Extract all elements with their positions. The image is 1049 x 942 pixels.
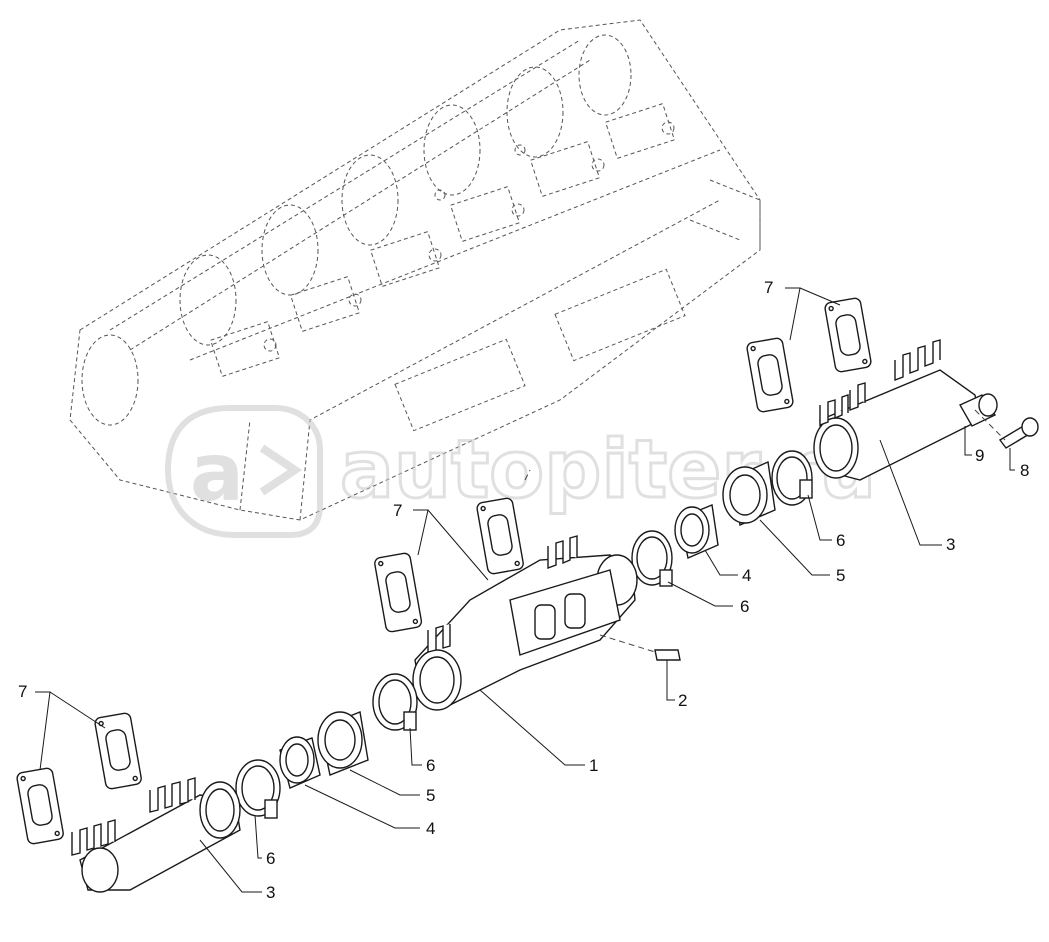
callout-6-mid-low: 6: [426, 756, 435, 775]
callout-5-low: 5: [426, 786, 435, 805]
manifold-rear-section: [813, 339, 981, 481]
callout-7-top-right: 7: [764, 278, 773, 297]
gasket-left-a: [16, 767, 64, 845]
gasket-top-right-a: [746, 337, 794, 413]
callout-labels: 7 9 8 3 6 5 4 6 7 2 1 6 5 4 7 6 3: [18, 278, 1029, 902]
guide-lines: [524, 409, 1006, 653]
manifold-center-section: [412, 535, 638, 711]
parts: [16, 297, 1039, 893]
clamp-top: [771, 450, 813, 506]
callout-4-top: 4: [742, 566, 751, 585]
leader-lines: [35, 287, 1015, 893]
callout-3-low: 3: [266, 883, 275, 902]
watermark-arrow-icon: [259, 444, 303, 496]
spacer-sleeve: [959, 393, 998, 427]
callout-3-top: 3: [946, 535, 955, 554]
callout-6-top: 6: [836, 531, 845, 550]
stud: [654, 649, 681, 661]
callout-2: 2: [678, 691, 687, 710]
manifold-front-section: [71, 777, 241, 893]
bolt: [998, 417, 1039, 449]
watermark-logo-letter: a: [190, 426, 244, 519]
gasket-middle-a: [374, 552, 423, 633]
callout-4-low: 4: [426, 819, 435, 838]
bellows-low: [279, 736, 321, 789]
clamp-low: [235, 759, 281, 819]
callout-7-left: 7: [18, 682, 27, 701]
callout-9: 9: [975, 446, 984, 465]
callout-6-mid-top: 6: [740, 597, 749, 616]
clamp-mid-top: [631, 530, 673, 587]
sleeve-low: [317, 711, 369, 776]
callout-1: 1: [589, 756, 598, 775]
callout-5-top: 5: [836, 566, 845, 585]
gasket-middle-b: [476, 497, 524, 575]
clamp-mid-low: [372, 673, 418, 731]
gasket-top-right-b: [824, 297, 872, 373]
bellows-top: [674, 504, 719, 559]
sleeve-top: [722, 460, 776, 526]
watermark-logo-icon: [164, 405, 323, 538]
callout-7-middle: 7: [393, 501, 402, 520]
gasket-left-b: [94, 712, 142, 790]
callout-8: 8: [1020, 461, 1029, 480]
callout-6-low: 6: [266, 849, 275, 868]
